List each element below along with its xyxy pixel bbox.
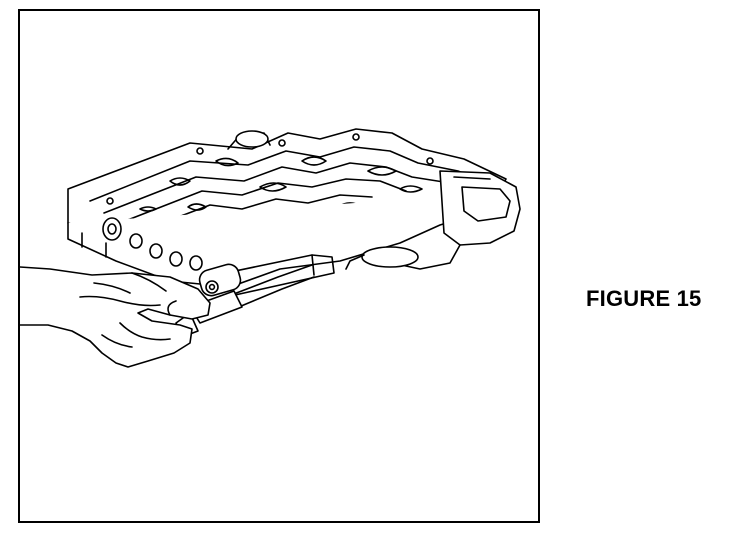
figure-caption: FIGURE 15 [586,286,702,311]
hand [20,266,211,368]
figure-frame [18,9,540,523]
end-housing [345,170,521,270]
rear-cylinder [227,130,271,150]
valve-body-illustration [20,128,521,368]
solenoid-tube [198,254,335,298]
valve-body-side [67,192,499,288]
